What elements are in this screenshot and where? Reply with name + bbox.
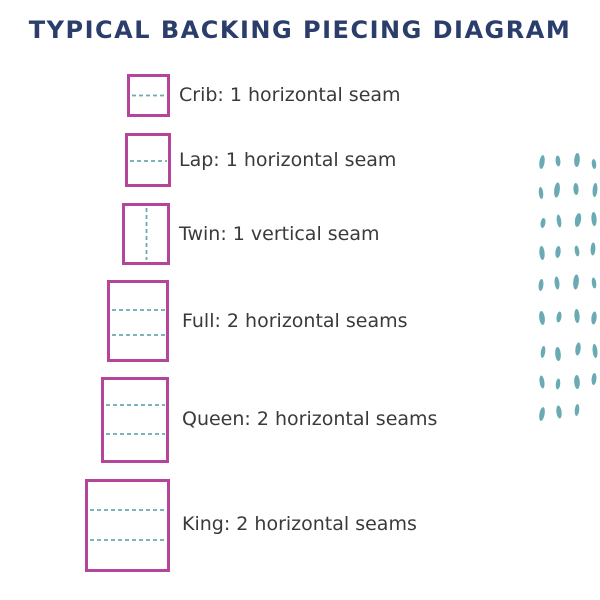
twin-frame xyxy=(122,203,170,265)
full-backing-diagram xyxy=(107,280,169,362)
king-label: King: 2 horizontal seams xyxy=(182,513,417,535)
queen-label: Queen: 2 horizontal seams xyxy=(182,408,438,430)
twin-backing-diagram xyxy=(122,203,170,265)
crib-backing-diagram xyxy=(127,74,170,117)
page-title: TYPICAL BACKING PIECING DIAGRAM xyxy=(28,16,572,44)
lap-label: Lap: 1 horizontal seam xyxy=(179,149,397,171)
king-frame xyxy=(85,479,170,572)
king-backing-diagram xyxy=(85,479,170,572)
lap-frame xyxy=(125,133,171,187)
full-label: Full: 2 horizontal seams xyxy=(182,310,408,332)
crib-frame xyxy=(127,74,170,117)
dashed-dot-pattern-icon xyxy=(538,153,598,421)
twin-label: Twin: 1 vertical seam xyxy=(179,223,380,245)
full-frame xyxy=(107,280,169,362)
queen-frame xyxy=(101,377,169,463)
queen-backing-diagram xyxy=(101,377,169,463)
lap-backing-diagram xyxy=(125,133,171,187)
crib-label: Crib: 1 horizontal seam xyxy=(179,84,401,106)
